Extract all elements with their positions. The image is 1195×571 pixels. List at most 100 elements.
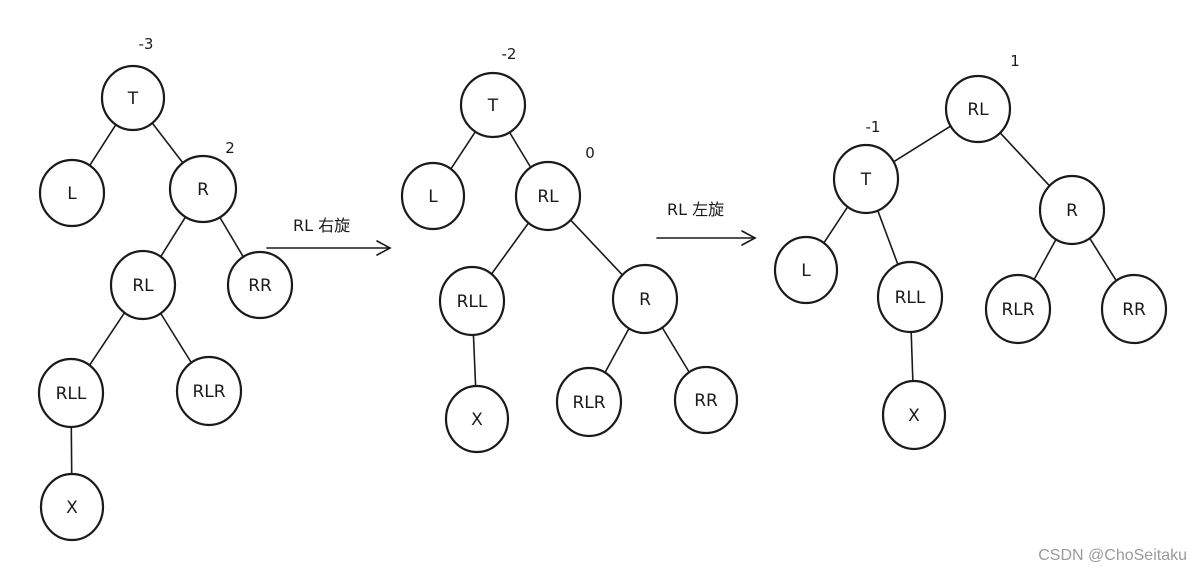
edge-r-rl [159,216,187,258]
edge-rl-t [893,125,952,163]
edge-t-r [151,122,184,164]
edge-t-rl [508,131,532,169]
node-rl: RL [109,249,177,321]
node-label: RL [537,187,559,207]
node-l: L [38,158,106,228]
node-circle [100,64,166,132]
edge-r-rlr [1033,238,1057,281]
node-circle [611,263,679,335]
arrow-head [741,230,757,246]
node-circle [832,143,900,215]
node-r: R2 [168,139,238,224]
node-circle [944,74,1012,144]
edge-r-rr [1088,237,1118,282]
node-rll: RLL [876,260,944,334]
balance-factor: -2 [502,45,517,63]
arrow-1: RL 右旋 [266,216,392,256]
node-circle [555,366,623,438]
node-t: T -2 [459,45,527,139]
node-t: T -1 [832,118,900,215]
node-circle [459,71,527,139]
node-rlr: RLR [984,273,1052,345]
node-label: RR [694,391,718,411]
node-x: X [39,472,105,542]
arrow-label: RL 左旋 [667,200,724,219]
node-label: R [639,290,651,310]
node-circle [38,158,106,228]
node-label: T [487,96,499,116]
node-r: R [611,263,679,335]
balance-factor: 1 [1010,52,1020,70]
arrow-2: RL 左旋 [656,200,757,246]
edge-rl-rll [88,311,126,367]
node-circle [168,154,238,224]
edge-t-l [822,205,849,245]
arrow-label: RL 右旋 [293,216,350,235]
node-label: RLR [1001,300,1034,320]
node-circle [438,265,506,337]
node-circle [876,260,944,334]
node-t: T -3 [100,35,166,132]
node-circle [673,365,739,435]
node-l: L [773,235,839,305]
edge-rl-rlr [159,312,193,364]
node-label: RLL [457,292,488,312]
node-circle [400,161,466,231]
balance-factor: -3 [139,35,154,53]
edge-rll-x [472,333,477,388]
node-label: L [428,187,438,207]
node-circle [37,357,105,429]
node-circle [226,250,294,320]
node-circle [881,379,947,451]
arrow-head [376,240,392,256]
balance-factor: 2 [225,139,235,157]
node-label: RLL [895,288,926,308]
node-label: RL [967,100,989,120]
edge-t-rll [876,209,900,267]
node-label: T [860,170,872,190]
edge-r-rlr [603,327,631,374]
node-label: RLL [56,384,87,404]
node-rl: RL 1 [944,52,1020,144]
node-circle [175,355,243,427]
node-label: RR [1122,300,1146,320]
edge-rl-r [999,131,1051,187]
node-rlr: RLR [175,355,243,427]
node-rl: RL 0 [514,144,595,232]
edge-r-rr [661,326,691,374]
node-rr: RR [226,250,294,320]
node-label: RR [248,276,272,296]
edge-r-rr [219,216,245,258]
node-label: RL [132,276,154,296]
node-rll: RLL [37,357,105,429]
node-rr: RR [1100,273,1168,345]
balance-factor: 0 [585,144,595,162]
node-circle [39,472,105,542]
node-label: L [67,184,77,204]
edge-t-l [88,123,117,167]
node-rlr: RLR [555,366,623,438]
watermark: CSDN @ChoSeitaku [1038,547,1187,564]
node-circle [984,273,1052,345]
edge-rl-rll [490,221,530,276]
node-label: L [801,261,811,281]
node-x: X [881,379,947,451]
balance-factor: -1 [866,118,881,136]
node-l: L [400,161,466,231]
node-label: RLR [572,393,605,413]
node-label: X [66,498,78,518]
node-label: X [908,406,920,426]
node-label: T [127,89,139,109]
node-r: R [1038,174,1106,246]
node-rr: RR [673,365,739,435]
node-circle [109,249,177,321]
edge-t-l [449,130,477,171]
node-circle [773,235,839,305]
node-rll: RLL [438,265,506,337]
node-circle [1100,273,1168,345]
edge-rl-r [569,219,624,276]
